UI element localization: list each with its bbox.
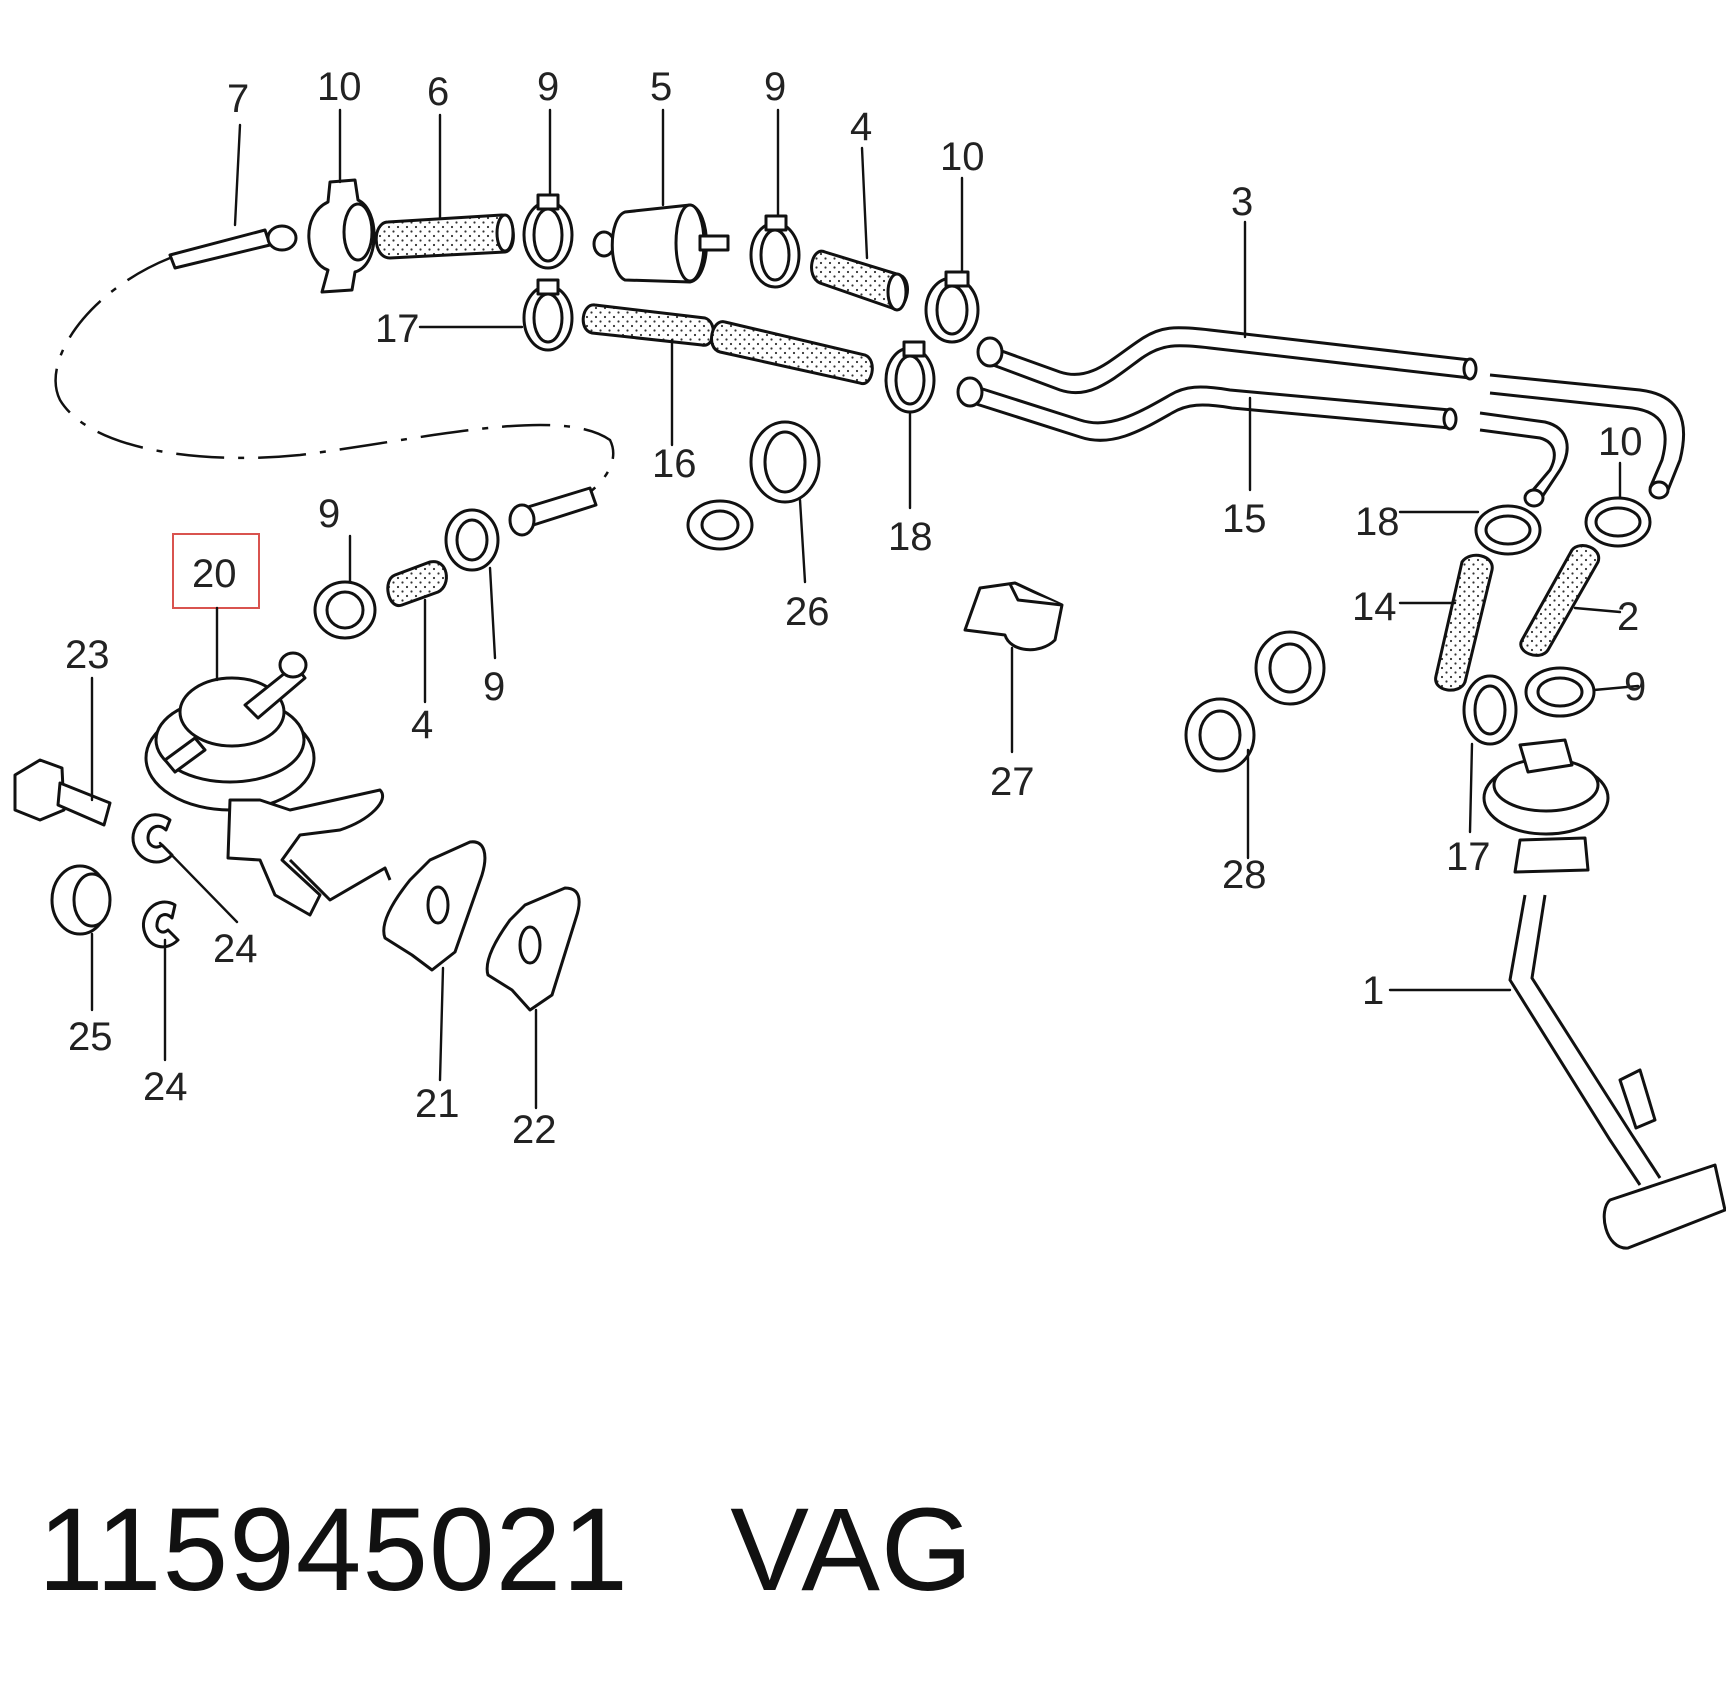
- washer-24-b: [141, 900, 180, 949]
- dashed-routing-line: [54, 256, 615, 493]
- clamp-9-top-b: [749, 214, 801, 289]
- hose-6: [374, 213, 515, 260]
- part-number-footer: 115945021 VAG: [38, 1482, 974, 1618]
- callout-15: 15: [1222, 497, 1267, 541]
- hose-2: [1519, 544, 1601, 657]
- callout-18-right: 18: [1355, 500, 1400, 544]
- gasket-22: [485, 886, 581, 1012]
- callout-4-top: 4: [850, 105, 872, 149]
- callout-22: 22: [512, 1108, 557, 1152]
- connector-pipe: [508, 486, 598, 537]
- brand-name: VAG: [730, 1484, 974, 1616]
- callout-21: 21: [415, 1082, 460, 1126]
- fuel-pump-20: [144, 651, 392, 917]
- clamp-18-top: [884, 340, 936, 414]
- callout-18-mid: 18: [888, 515, 933, 559]
- clamp-9-left-a: [313, 580, 377, 640]
- clip-26: [686, 420, 821, 551]
- callout-10-mid: 10: [940, 135, 985, 179]
- hose-14: [1434, 553, 1494, 692]
- callout-9-left-a: 9: [318, 492, 340, 536]
- callout-4-left: 4: [411, 703, 433, 747]
- clamp-10-right: [1584, 496, 1652, 548]
- callout-26: 26: [785, 590, 830, 634]
- callout-14: 14: [1352, 585, 1397, 629]
- callout-24-b: 24: [143, 1065, 188, 1109]
- gasket-21: [382, 840, 487, 972]
- callout-17-right: 17: [1446, 835, 1491, 879]
- clip-27: [963, 581, 1064, 652]
- callout-9-right: 9: [1624, 665, 1646, 709]
- washer-24-a: [131, 813, 174, 864]
- callout-labels: 7 10 6 9 5 9 4 10 3 17 16 18 15 10 18 9 …: [65, 65, 1646, 1152]
- hose-4-left: [386, 560, 448, 607]
- hose-end-7: [168, 224, 298, 270]
- fuel-filter-5: [592, 203, 730, 284]
- callout-5: 5: [650, 65, 672, 109]
- callout-27: 27: [990, 760, 1035, 804]
- fuel-pipe-3: [976, 326, 1478, 395]
- fuel-sender-unit-1: [1482, 738, 1726, 1250]
- clamp-9-top-a: [522, 193, 574, 270]
- callout-25: 25: [68, 1015, 113, 1059]
- callout-28: 28: [1222, 853, 1267, 897]
- callout-6: 6: [427, 70, 449, 114]
- callout-9-top-a: 9: [537, 65, 559, 109]
- clamp-9-left-b: [444, 508, 500, 572]
- callout-10-right: 10: [1598, 420, 1643, 464]
- clamp-18-right: [1474, 504, 1542, 556]
- callout-17-top: 17: [375, 307, 420, 351]
- clip-28: [1184, 630, 1326, 773]
- callout-9-top-b: 9: [764, 65, 786, 109]
- bolt-23: [13, 758, 112, 827]
- callout-7: 7: [227, 77, 249, 121]
- clamp-10-mid: [924, 270, 980, 344]
- leader-lines: [90, 108, 1640, 1110]
- callout-9-left-b: 9: [483, 665, 505, 709]
- callout-24-a: 24: [213, 927, 258, 971]
- clamp-17-top: [522, 278, 574, 352]
- nut-25: [50, 864, 112, 936]
- clamp-17-right: [1462, 674, 1518, 746]
- callout-3: 3: [1231, 180, 1253, 224]
- callout-23: 23: [65, 633, 110, 677]
- callout-20: 20: [192, 552, 237, 596]
- hose-4-top: [810, 249, 909, 312]
- callout-2: 2: [1617, 595, 1639, 639]
- fuel-pipe-15: [956, 376, 1458, 442]
- clamp-10-top: [307, 178, 376, 294]
- part-number: 115945021: [38, 1484, 629, 1616]
- clamp-9-right: [1524, 666, 1596, 718]
- callout-1: 1: [1362, 969, 1384, 1013]
- hose-16: [581, 303, 874, 385]
- callout-10-top: 10: [317, 65, 362, 109]
- bent-pipe-right: [1479, 373, 1686, 508]
- callout-16: 16: [652, 442, 697, 486]
